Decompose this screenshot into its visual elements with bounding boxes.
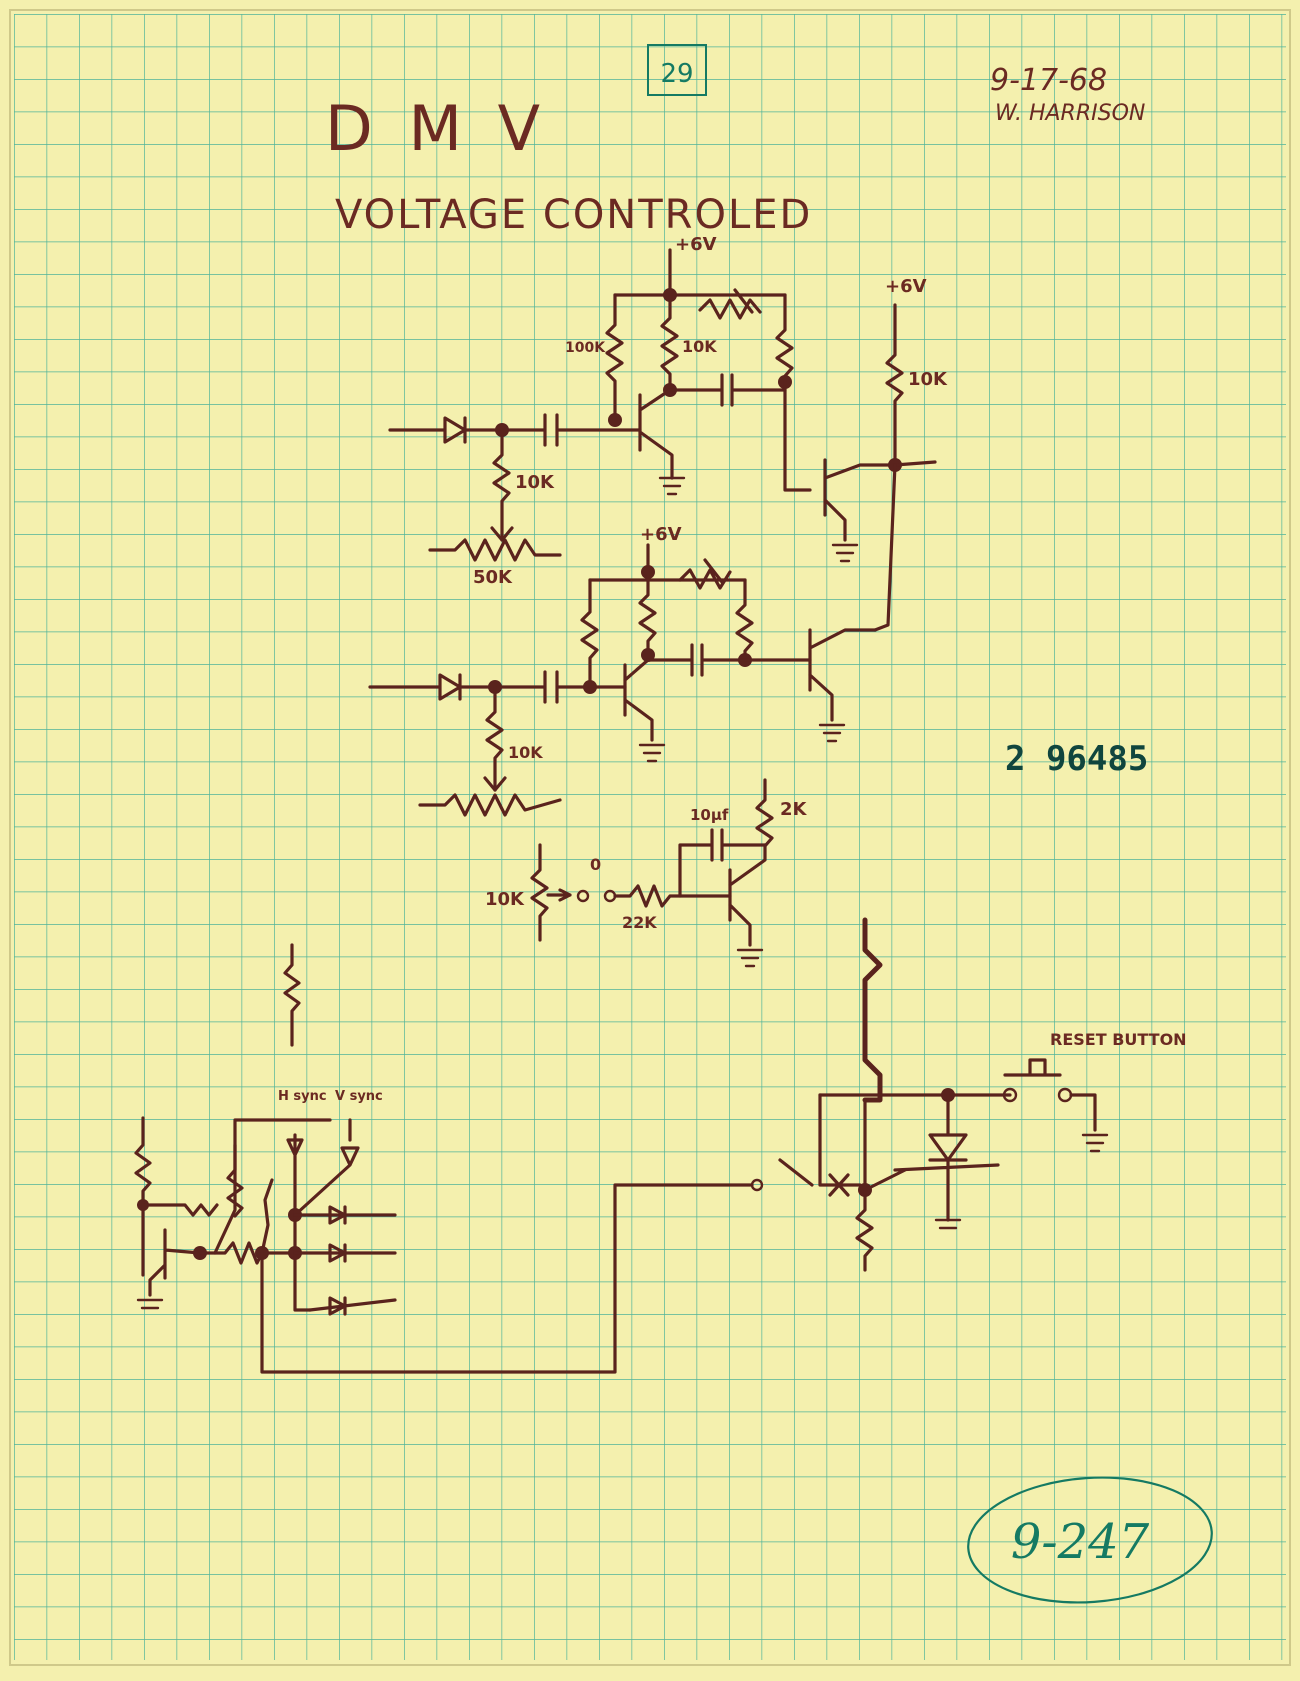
label-r-10k-d: 10K <box>508 743 543 762</box>
serial-stamp: 2 96485 <box>1005 739 1148 779</box>
label-v-top-2: +6V <box>885 276 927 297</box>
label-v-mid: +6V <box>640 524 682 545</box>
label-r-2k: 2K <box>780 799 808 820</box>
middle-stage <box>368 543 877 817</box>
label-pot-10k: 10K <box>485 889 525 910</box>
label-r-10k-c: 10K <box>515 472 555 493</box>
grid-lines <box>14 14 1286 1660</box>
label-pot-50k: 50K <box>473 567 513 588</box>
page-number-box <box>647 44 707 96</box>
label-v-sync: V sync <box>335 1089 383 1104</box>
footer-number: 9-247 <box>1011 1514 1150 1570</box>
label-r-100k: 100K <box>565 340 606 356</box>
paper-edge <box>9 9 1291 1666</box>
label-h-sync: H sync <box>278 1089 327 1104</box>
title: D M V <box>325 92 548 165</box>
upper-output <box>783 303 937 632</box>
label-c-10uf: 10µf <box>690 806 729 824</box>
footer-circle <box>967 1476 1213 1604</box>
page-number: 29 <box>660 59 693 89</box>
label-reset-button: RESET BUTTON <box>1050 1030 1187 1049</box>
reset-circuit <box>778 917 1109 1272</box>
label-v-top-1: +6V <box>675 234 717 255</box>
subtitle: VOLTAGE CONTROLED <box>335 192 812 238</box>
label-r-10k-b: 10K <box>908 369 948 390</box>
date: 9-17-68 <box>990 63 1107 98</box>
sync-circuit <box>134 943 764 1374</box>
label-r-22k: 22K <box>622 913 657 932</box>
label-r-10k-a: 10K <box>682 337 717 356</box>
label-zero: 0 <box>590 855 601 874</box>
author: W. HARRISON <box>995 101 1145 126</box>
lower-stage <box>530 778 774 968</box>
